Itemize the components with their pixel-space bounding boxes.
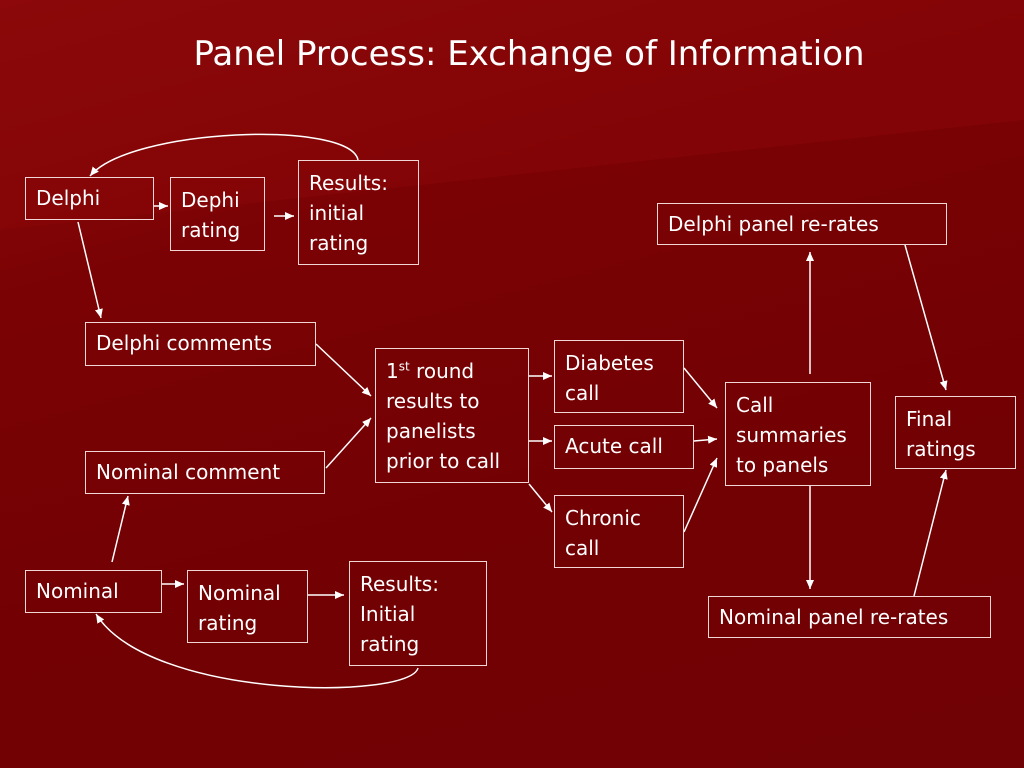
arrow-chronic-to-summaries [683, 457, 718, 533]
delphi-box: Delphi [25, 177, 154, 220]
diabetes-call-box: Diabetes call [554, 340, 684, 413]
chronic-call-box: Chronic call [554, 495, 684, 568]
nominal-comment-box: Nominal comment [85, 451, 325, 494]
delphi-results-box: Results: initial rating [298, 160, 419, 265]
arrow-nominal-results-loop [95, 613, 419, 689]
acute-call-box: Acute call [554, 425, 694, 469]
dephi-rating-box: Dephi rating [170, 177, 265, 251]
arrow-delphi-to-comments [77, 221, 103, 319]
arrow-nominal-comment-to-round [325, 417, 372, 469]
slide-title: Panel Process: Exchange of Information [193, 34, 865, 74]
nominal-results-box: Results: Initial rating [349, 561, 487, 666]
delphi-rerates-box: Delphi panel re-rates [657, 203, 947, 245]
call-summaries-box: Call summaries to panels [725, 382, 871, 486]
arrow-nominal-rerates-to-final [913, 469, 948, 597]
arrow-results-loop-delphi [89, 133, 359, 177]
nominal-rerates-box: Nominal panel re-rates [708, 596, 991, 638]
arrow-acute-to-summaries [693, 435, 718, 444]
arrow-comments-to-round [315, 343, 372, 397]
delphi-comments-box: Delphi comments [85, 322, 316, 366]
final-ratings-box: Final ratings [895, 396, 1016, 469]
nominal-box: Nominal [25, 570, 162, 613]
first-round-number: 1 [386, 359, 399, 383]
first-round-results-box: 1st round results to panelists prior to … [375, 348, 529, 483]
arrow-diabetes-to-summaries [683, 367, 718, 409]
arrow-delphi-rerates-to-final [904, 244, 948, 391]
first-round-text: round results to panelists prior to call [386, 359, 501, 473]
first-round-superscript: st [398, 359, 410, 374]
nominal-rating-box: Nominal rating [187, 570, 308, 643]
arrow-nominal-to-comment [111, 495, 130, 563]
arrow-round-to-chronic [528, 483, 553, 513]
